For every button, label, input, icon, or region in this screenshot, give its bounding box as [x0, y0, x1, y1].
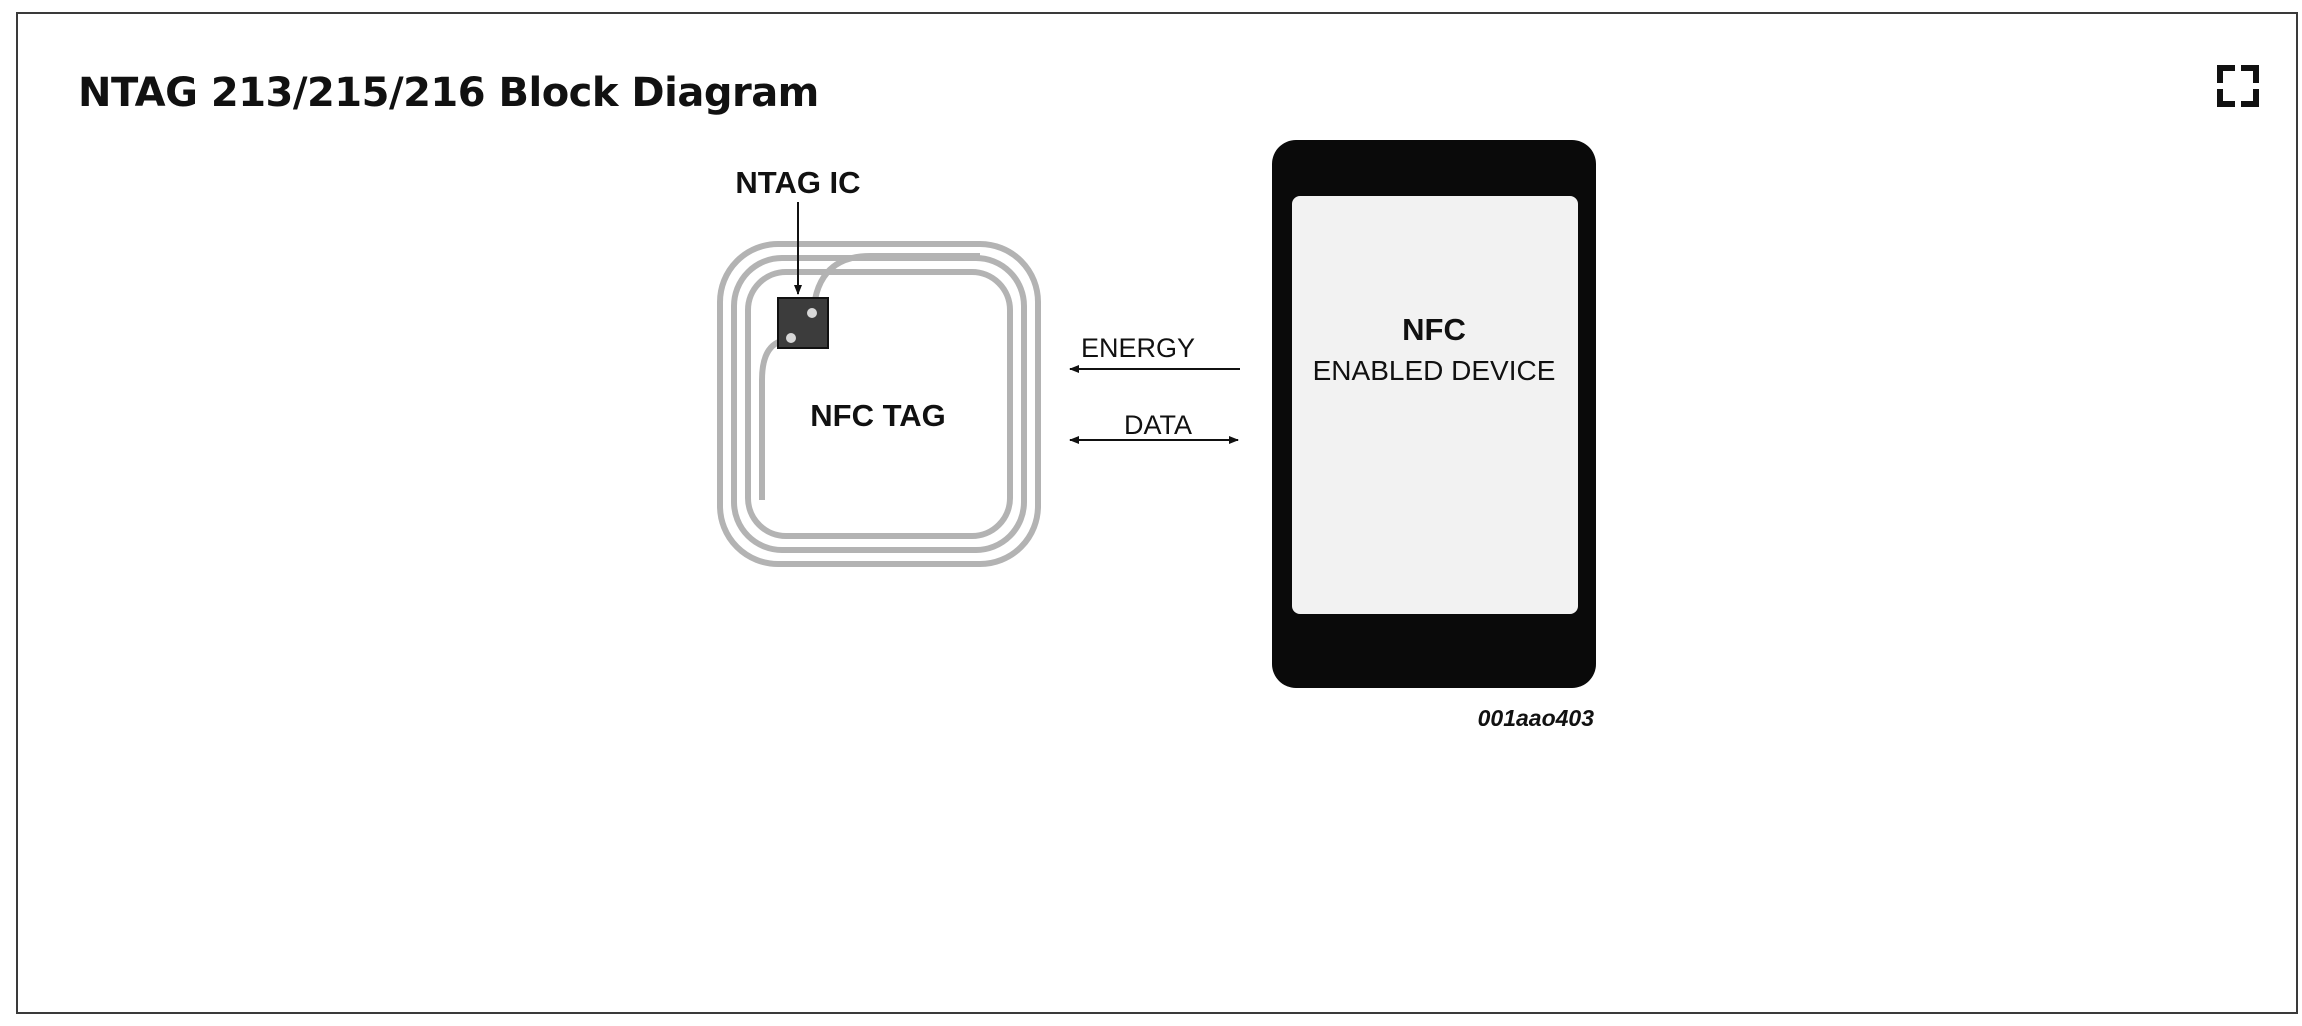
figure-code: 001aao403	[1478, 705, 1595, 731]
ntag-ic-chip	[777, 297, 829, 349]
fullscreen-icon	[2217, 65, 2259, 107]
nfc-device: NFC ENABLED DEVICE	[1272, 140, 1596, 688]
ntag-ic-callout: NTAG IC	[735, 165, 861, 295]
device-label-line1: NFC	[1402, 312, 1466, 347]
diagram-card: NTAG 213/215/216 Block Diagram	[16, 12, 2298, 1014]
card-title: NTAG 213/215/216 Block Diagram	[78, 70, 819, 116]
device-screen	[1292, 196, 1578, 614]
expand-button[interactable]	[2206, 54, 2270, 118]
device-label-line2: ENABLED DEVICE	[1313, 355, 1556, 386]
data-arrow-group: DATA	[1069, 410, 1239, 444]
energy-arrow-group: ENERGY	[1069, 333, 1240, 373]
data-label: DATA	[1124, 410, 1192, 440]
energy-label: ENERGY	[1081, 333, 1195, 363]
nfc-tag: NFC TAG	[717, 241, 1041, 567]
nfc-tag-label: NFC TAG	[810, 398, 945, 433]
ntag-ic-label: NTAG IC	[735, 165, 860, 200]
